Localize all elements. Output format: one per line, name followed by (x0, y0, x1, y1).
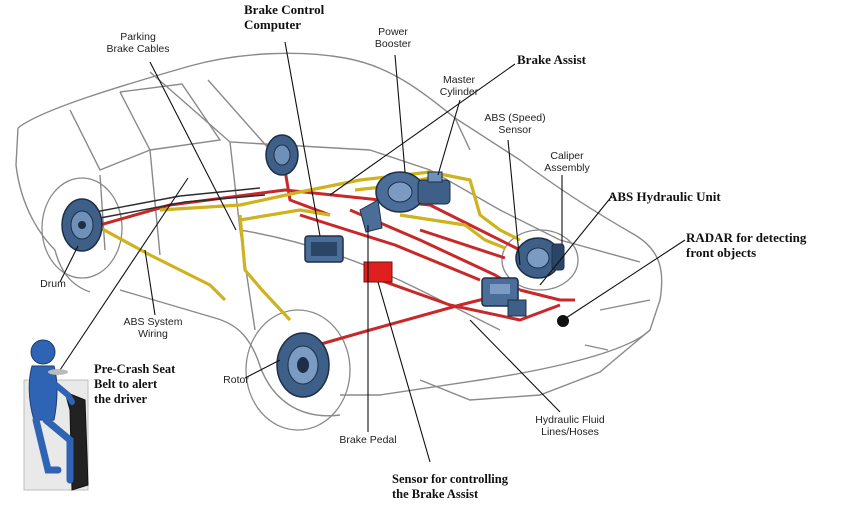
pedal-bracket (359, 199, 383, 233)
power-booster-unit (375, 171, 451, 213)
front-rotor (276, 332, 330, 398)
label-master-cylinder: Master Cylinder (439, 74, 479, 98)
rear-drum-brake (61, 198, 103, 252)
label-rotor: Rotor (223, 374, 249, 386)
label-pre-crash-seat-belt: Pre-Crash Seat Belt to alert the driver (94, 362, 176, 406)
label-abs-speed-sensor: ABS (Speed) Sensor (484, 112, 546, 136)
label-abs-system-wiring: ABS System Wiring (123, 316, 183, 340)
rear-right-drum (265, 134, 299, 176)
label-brake-control-computer: Brake Control Computer (244, 2, 325, 32)
hydraulic-lines (99, 169, 575, 352)
label-sensor-brake-assist: Sensor for controlling the Brake Assist (392, 472, 508, 501)
wheel-arches (41, 177, 579, 431)
brake-control-computer-unit (304, 235, 344, 263)
label-power-booster: Power Booster (374, 26, 412, 50)
abs-hydraulic-block (481, 277, 527, 317)
label-hydraulic-fluid-lines: Hydraulic Fluid Lines/Hoses (535, 414, 605, 438)
label-brake-assist: Brake Assist (517, 52, 586, 67)
label-parking-brake-cables: Parking Brake Cables (106, 31, 170, 55)
label-radar: RADAR for detecting front objects (686, 230, 807, 260)
label-caliper-assembly: Caliper Assembly (544, 150, 590, 174)
leader-lines (59, 41, 686, 463)
label-abs-hydraulic-unit: ABS Hydraulic Unit (608, 189, 721, 204)
front-right-rotor (515, 237, 565, 279)
parking-cables (94, 187, 266, 219)
label-drum: Drum (40, 278, 66, 290)
driver-figure (23, 339, 89, 491)
label-brake-pedal: Brake Pedal (339, 434, 397, 446)
